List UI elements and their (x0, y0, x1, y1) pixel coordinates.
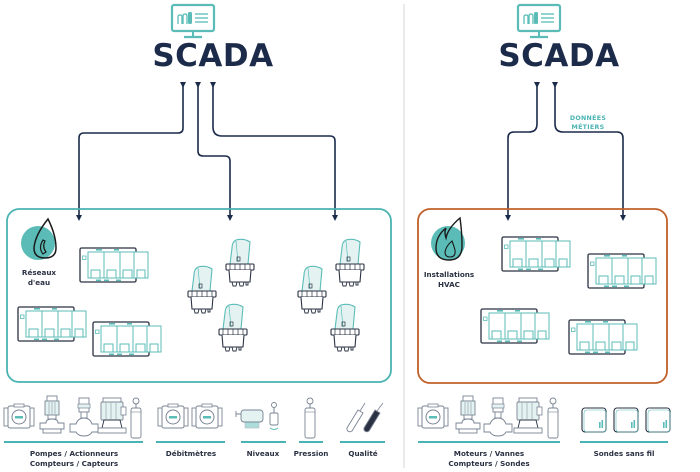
scada-monitor-icon (516, 3, 562, 39)
meter-icon (417, 403, 449, 429)
sensor-probe-icon (547, 397, 559, 439)
valve-actuator (187, 265, 217, 314)
inline-pump-icon (483, 397, 513, 437)
inline-pump-icon (69, 397, 99, 437)
valve-actuator (297, 265, 327, 314)
level-radar-icon (235, 409, 264, 429)
motor-pump-icon (97, 397, 127, 434)
category-flowmeters-label: Débitmètres (165, 449, 217, 458)
category-quality-label: Qualité (348, 449, 378, 458)
flowmeter-icon (191, 403, 223, 429)
valve-actuator (335, 238, 365, 287)
category-motors-line1: Moteurs / Vannes (453, 449, 525, 458)
dosing-pump-icon (455, 395, 481, 434)
flowmeter-icon (157, 403, 189, 429)
meter-icon (3, 403, 35, 429)
category-pressure-label: Pression (293, 449, 329, 458)
water-network-label: Réseaux d'eau (14, 268, 64, 288)
plc-module (501, 236, 571, 272)
plc-module (568, 319, 638, 355)
business-data-label-line1: DONNÉES (569, 115, 607, 122)
level-probe-icon (269, 402, 279, 430)
arrow-to-water-network (76, 82, 186, 221)
category-motors-line2: Compteurs / Sondes (448, 459, 530, 468)
category-pumps-line1: Pompes / Actionneurs (29, 449, 119, 458)
hvac-label-line2: HVAC (438, 280, 460, 289)
business-data-label-line2: MÉTIERS (571, 124, 605, 131)
category-levels-label: Niveaux (246, 449, 280, 458)
pressure-sensor-icon (304, 397, 316, 439)
wireless-sensor-icon (613, 407, 639, 433)
arrow-to-actuators-1 (195, 82, 233, 221)
valve-actuator (218, 303, 248, 352)
category-pumps-label: Pompes / Actionneurs Compteurs / Capteur… (4, 449, 144, 469)
right-scada-title: SCADA (498, 38, 620, 74)
dosing-pump-icon (39, 395, 65, 434)
arrow-to-hvac-2 (552, 82, 626, 221)
category-wireless-label: Sondes sans fil (593, 449, 655, 458)
business-data-label: DONNÉES MÉTIERS (560, 114, 616, 132)
arrow-to-actuators-2 (210, 82, 338, 221)
water-network-label-line2: d'eau (27, 278, 51, 287)
category-motors-label: Moteurs / Vannes Compteurs / Sondes (418, 449, 560, 469)
plc-module (17, 306, 87, 342)
motor-pump-icon (513, 397, 543, 434)
quality-probe-icon (346, 402, 384, 433)
right-connection-arrows (505, 82, 626, 221)
left-connection-arrows (76, 82, 338, 221)
wireless-sensor-icon (645, 407, 671, 433)
plc-module (587, 253, 657, 289)
hvac-zone (417, 208, 668, 384)
water-network-label-line1: Réseaux (21, 268, 57, 277)
water-network-zone (6, 208, 392, 383)
plc-module (480, 308, 550, 344)
scada-monitor-icon (170, 3, 216, 39)
valve-actuator (225, 238, 255, 287)
sensor-probe-icon (130, 397, 142, 439)
plc-module (79, 247, 149, 283)
hvac-label-line1: Installations (423, 270, 475, 279)
valve-actuator (330, 303, 360, 352)
wireless-sensor-icon (581, 407, 607, 433)
plc-module (92, 321, 162, 357)
hvac-label: Installations HVAC (418, 270, 480, 290)
flame-icon (431, 216, 465, 261)
category-pumps-line2: Compteurs / Capteurs (29, 459, 119, 468)
left-scada-title: SCADA (152, 38, 274, 74)
water-drop-icon (21, 217, 57, 260)
arrow-to-hvac-1 (505, 82, 540, 221)
